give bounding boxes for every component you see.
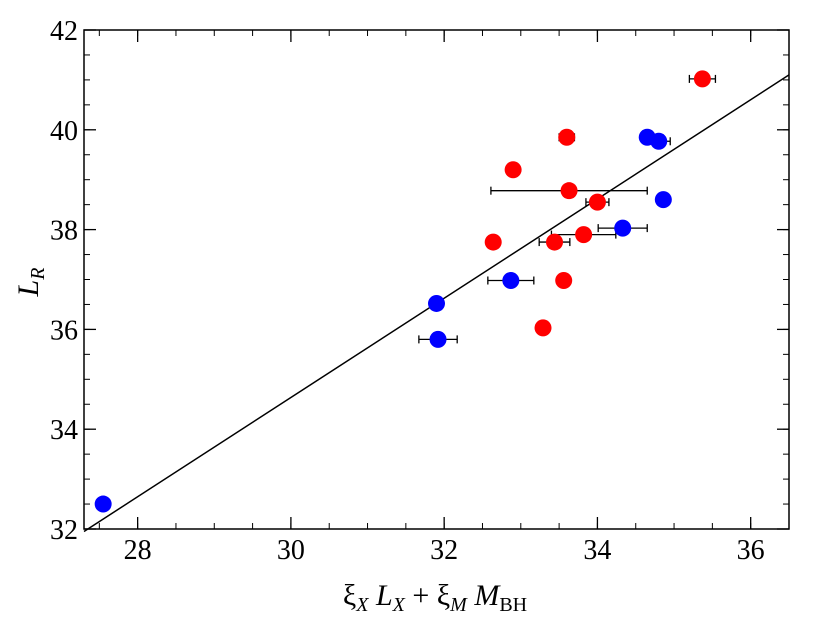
x-tick-label: 32 (430, 535, 458, 566)
blue-data-point (650, 132, 668, 150)
x-axis-label: ξX LX + ξM MBH (343, 579, 527, 616)
error-bars (418, 74, 717, 344)
y-tick-label: 36 (50, 315, 78, 346)
data-points (94, 70, 711, 513)
y-axis-label: LR (12, 268, 49, 298)
red-data-point (484, 233, 502, 251)
y-tick-label: 34 (50, 415, 78, 446)
blue-data-point (654, 191, 672, 209)
blue-data-point (94, 495, 112, 513)
red-data-point (534, 319, 552, 337)
red-data-point (504, 161, 522, 179)
x-tick-label: 36 (737, 535, 765, 566)
x-tick-label: 30 (277, 535, 305, 566)
x-tick-label: 28 (124, 535, 152, 566)
plot-area-frame (83, 29, 790, 530)
red-data-point (560, 182, 578, 200)
minor-ticks (84, 29, 790, 530)
x-tick-labels: 28 30 32 34 36 (124, 535, 765, 566)
red-data-point (546, 233, 564, 251)
y-tick-label: 40 (50, 116, 78, 147)
blue-data-point (429, 330, 447, 348)
y-tick-label: 42 (50, 16, 78, 47)
red-data-point (693, 70, 711, 88)
red-data-point (558, 128, 576, 146)
x-tick-label: 34 (583, 535, 611, 566)
blue-data-point (502, 271, 520, 289)
y-tick-label: 32 (50, 515, 78, 546)
red-data-point (575, 226, 593, 244)
red-data-point (555, 271, 573, 289)
red-data-point (588, 193, 606, 211)
y-tick-labels: 32 34 36 38 40 42 (50, 16, 78, 546)
major-ticks (84, 29, 789, 530)
blue-data-point (428, 294, 445, 312)
blue-data-point (614, 219, 632, 237)
y-tick-label: 38 (50, 216, 78, 247)
